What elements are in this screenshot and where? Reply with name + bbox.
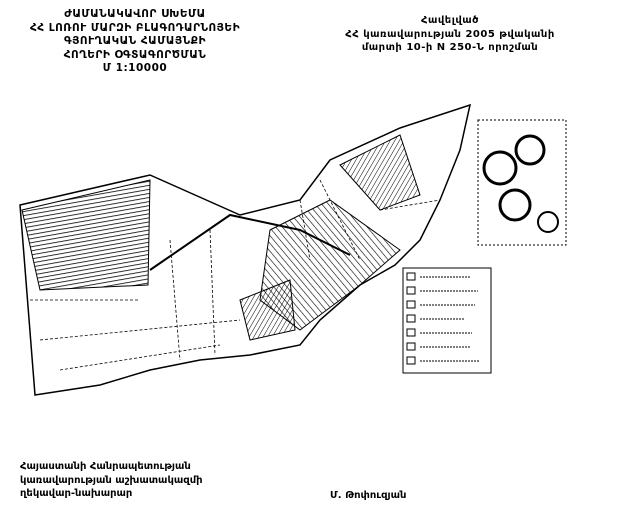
title-line: ԺԱՄԱՆԱԿԱՎՈՐ ՍԽԵՄԱ bbox=[64, 8, 206, 20]
map-scale: Մ 1:10000 bbox=[102, 62, 168, 74]
signatory-position: Հայաստանի Հանրապետության կառավարության ա… bbox=[20, 460, 203, 501]
road bbox=[149, 213, 351, 271]
parcel-lines bbox=[30, 179, 441, 371]
position-line: ղեկավար-նախարար bbox=[20, 488, 133, 499]
annex-line: մարտի 10-ի N 250-Ն որոշման bbox=[361, 42, 539, 53]
position-line: կառավարության աշխատակազմի bbox=[20, 474, 203, 486]
community-boundary bbox=[19, 103, 472, 396]
hatched-parcel-north bbox=[339, 134, 421, 211]
title-line: ԳՅՈՒՂԱԿԱՆ ՀԱՄԱՅՆՔԻ bbox=[63, 35, 206, 47]
hatched-parcel-west bbox=[21, 179, 151, 291]
title-line: ՀՈՂԵՐԻ ՕԳՏԱԳՈՐԾՄԱՆ bbox=[63, 48, 207, 61]
map-title-block: ԺԱՄԱՆԱԿԱՎՈՐ ՍԽԵՄԱ ՀՀ ԼՈՌՈՒ ՄԱՐԶԻ ԲԼԱԳՈԴԱ… bbox=[20, 8, 250, 76]
official-stamps bbox=[477, 119, 567, 246]
annex-note: Հավելված ՀՀ կառավարության 2005 թվականի մ… bbox=[330, 14, 570, 55]
title-line: ՀՀ ԼՈՌՈՒ ՄԱՐԶԻ ԲԼԱԳՈԴԱՐՆՈՅԵԻ bbox=[29, 21, 241, 34]
map-legend bbox=[402, 267, 492, 374]
signatory-name: Մ. Թոփուզյան bbox=[330, 490, 407, 501]
hatched-parcel-south bbox=[239, 279, 296, 341]
position-line: Հայաստանի Հանրապետության bbox=[20, 461, 191, 472]
annex-line: Հավելված bbox=[420, 15, 480, 26]
annex-line: ՀՀ կառավարության 2005 թվականի bbox=[345, 28, 555, 40]
